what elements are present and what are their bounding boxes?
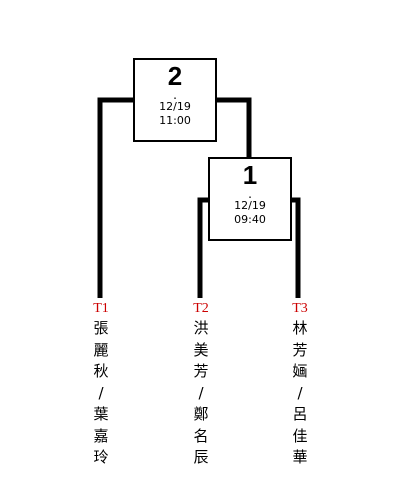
team-name-char: 呂 [292,405,308,423]
team-name-char: 佳 [292,426,308,445]
match-date: 12/19 [159,100,191,113]
team-name-char: 辰 [193,448,209,466]
team-name-char: 林 [292,319,308,337]
team-id: T3 [292,301,308,316]
match-date: 12/19 [234,199,266,212]
match-box-1: 1 . 12/19 09:40 [208,157,292,241]
team-name-char: 張 [93,319,109,337]
bracket-line-t3 [291,197,301,298]
team-name-char: 麗 [93,340,109,359]
match-box-2: 2 . 12/19 11:00 [133,58,217,142]
team-name-char: 名 [193,426,209,445]
match-dot: . [173,88,177,102]
team-t1: T1 張 麗 秋 / 葉 嘉 玲 [86,300,116,469]
team-name-char: 婳 [292,362,308,380]
team-name-char: 華 [292,448,308,466]
team-name-char: 秋 [93,362,109,380]
team-name-char: 玲 [93,448,109,466]
match-number: 1 [242,160,258,190]
match-number: 2 [167,61,183,91]
bracket-line-m2-m1 [216,97,252,158]
team-name-char: 芳 [292,340,308,359]
match-time: 11:00 [159,114,191,127]
team-name-char: 嘉 [93,426,109,445]
team-id: T2 [193,301,209,316]
bracket-line-t2 [197,197,209,298]
team-name-char: 洪 [193,319,209,337]
team-name-char: 葉 [93,405,109,423]
team-t2: T2 洪 美 芳 / 鄭 名 辰 [186,300,216,469]
match-time: 09:40 [234,213,266,226]
bracket-line-t1 [97,97,134,298]
team-name-separator: / [98,383,104,402]
team-name-char: 美 [193,340,209,359]
team-name-separator: / [198,383,204,402]
team-id: T1 [93,301,109,316]
team-name-char: 芳 [193,362,209,380]
match-dot: . [248,187,252,201]
team-name-separator: / [297,383,303,402]
team-name-char: 鄭 [193,405,209,423]
team-t3: T3 林 芳 婳 / 呂 佳 華 [285,300,315,469]
